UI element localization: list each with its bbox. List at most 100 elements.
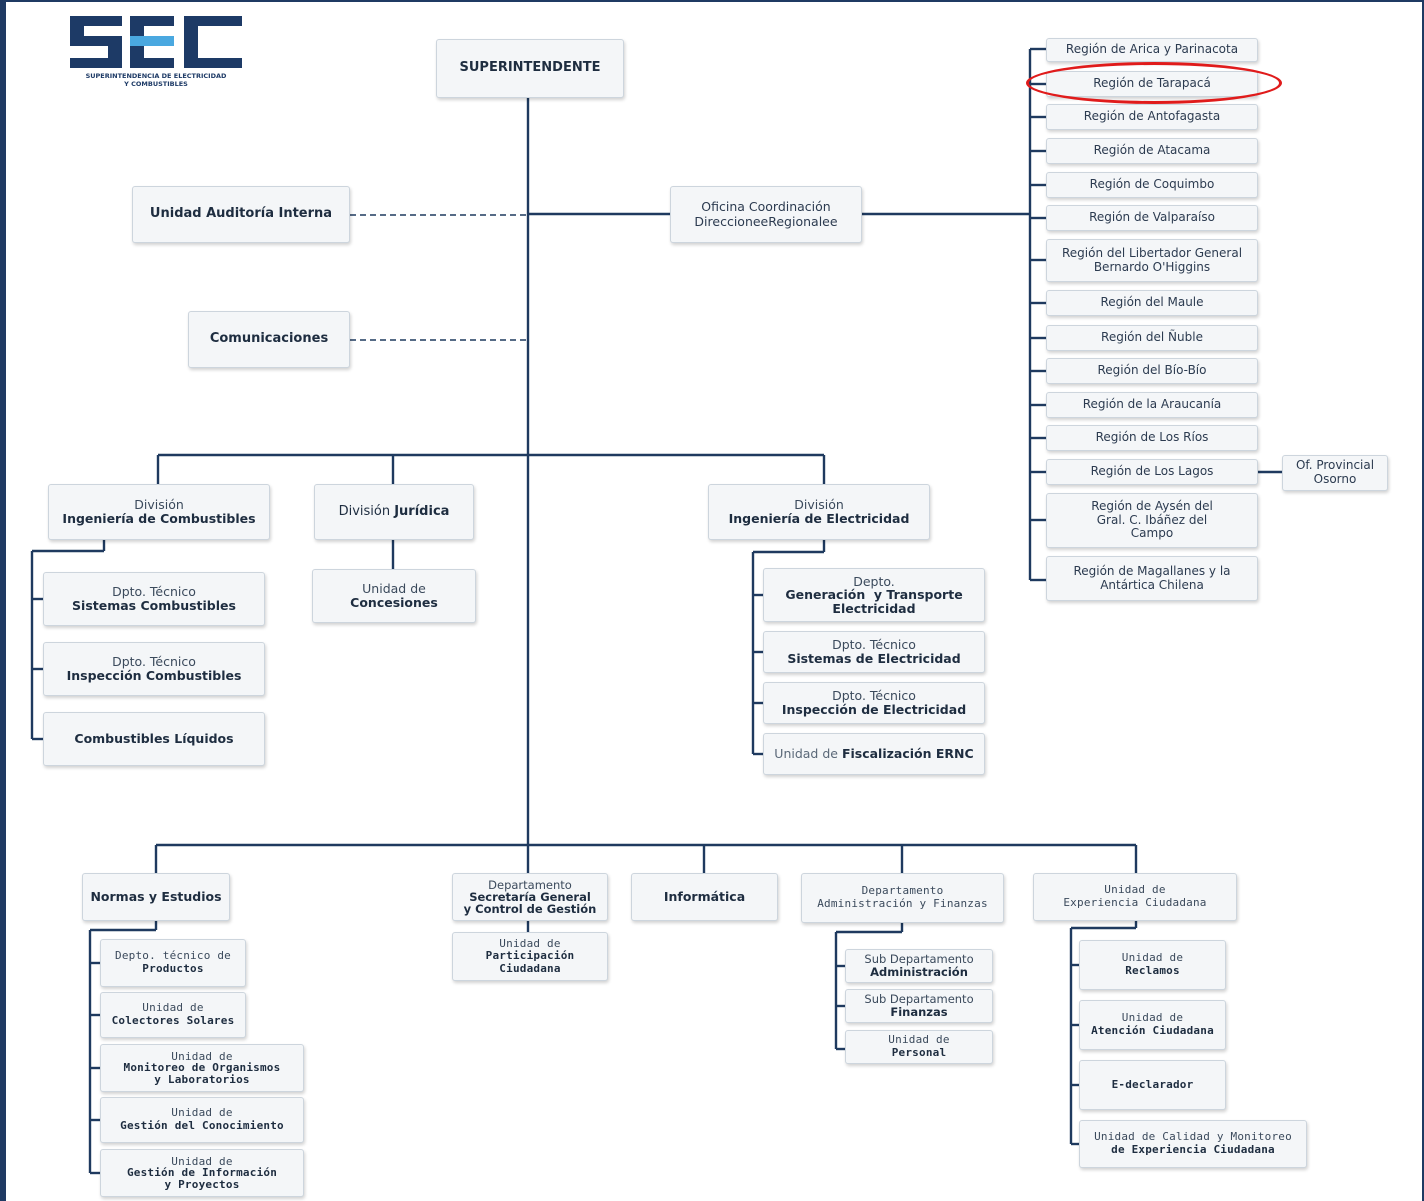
node-label-2: Generación y Transporte <box>785 587 963 603</box>
region-los-lagos[interactable]: Región de Los Lagos <box>1046 459 1258 485</box>
node-combustibles-liquidos[interactable]: Combustibles Líquidos <box>43 712 265 766</box>
region-maule[interactable]: Región del Maule <box>1046 290 1258 316</box>
region-label: Región del Maule <box>1100 295 1204 310</box>
node-dpto-sistemas-electricidad[interactable]: Dpto. Técnico Sistemas de Electricidad <box>763 631 985 673</box>
node-depto-generacion-transporte[interactable]: Depto. Generación y Transporte Electrici… <box>763 568 985 622</box>
node-label-3: Electricidad <box>832 600 916 616</box>
region-los-rios[interactable]: Región de Los Ríos <box>1046 425 1258 451</box>
node-label-2: Administración <box>870 965 968 979</box>
node-div-juridica[interactable]: División Jurídica <box>314 484 474 540</box>
region-nuble[interactable]: Región del Ñuble <box>1046 325 1258 351</box>
node-label-1: Depto. técnico de <box>115 949 231 963</box>
node-depto-productos[interactable]: Depto. técnico de Productos <box>100 939 246 987</box>
node-label-2: Personal <box>891 1046 947 1059</box>
node-dpto-inspeccion-electricidad[interactable]: Dpto. Técnico Inspección de Electricidad <box>763 682 985 724</box>
region-valparaiso[interactable]: Región de Valparaíso <box>1046 205 1258 231</box>
node-e-declarador[interactable]: E-declarador <box>1079 1060 1226 1110</box>
node-atencion-ciudadana[interactable]: Unidad de Atención Ciudadana <box>1079 1000 1226 1050</box>
region-label: Región de Antofagasta <box>1083 109 1221 124</box>
node-label-2: Productos <box>142 962 204 975</box>
node-label: Normas y Estudios <box>90 888 222 904</box>
node-label-2: de Experiencia Ciudadana <box>1111 1143 1275 1156</box>
node-label-2: Gestión de Información <box>126 1166 278 1180</box>
node-label-1: Departamento <box>861 884 944 898</box>
node-label-2: Monitoreo de Organismos <box>123 1061 281 1075</box>
node-label-3: y Control de Gestión <box>463 902 597 917</box>
node-gestion-conocimiento[interactable]: Unidad de Gestión del Conocimiento <box>100 1097 304 1143</box>
node-secretaria-general[interactable]: Departamento Secretaría General y Contro… <box>452 873 608 921</box>
node-label-1: Unidad de <box>499 937 561 951</box>
node-monitoreo-organismos[interactable]: Unidad de Monitoreo de Organismos y Labo… <box>100 1044 304 1092</box>
node-label-2: Concesiones <box>350 595 438 610</box>
node-div-electricidad[interactable]: División Ingeniería de Electricidad <box>708 484 930 540</box>
node-label: Unidad Auditoría Interna <box>149 206 333 222</box>
node-informatica[interactable]: Informática <box>631 873 778 921</box>
node-dpto-sistemas-combustibles[interactable]: Dpto. Técnico Sistemas Combustibles <box>43 572 265 626</box>
node-comunicaciones[interactable]: Comunicaciones <box>188 311 350 368</box>
node-sub-finanzas[interactable]: Sub Departamento Finanzas <box>845 989 993 1023</box>
node-label-1: División <box>134 496 184 512</box>
region-atacama[interactable]: Región de Atacama <box>1046 138 1258 164</box>
node-label-1: Of. Provincial <box>1295 458 1375 473</box>
node-sub-administracion[interactable]: Sub Departamento Administración <box>845 949 993 983</box>
connector-lines <box>30 47 1282 1175</box>
region-coquimbo[interactable]: Región de Coquimbo <box>1046 172 1258 198</box>
node-label-3: Ciudadana <box>499 961 561 975</box>
node-label: Informática <box>663 888 746 904</box>
region-label-3: Campo <box>1130 526 1174 541</box>
region-label: Región de Los Ríos <box>1095 430 1209 445</box>
node-superintendente[interactable]: SUPERINTENDENTE <box>436 39 624 98</box>
node-label-1: Unidad de <box>362 580 426 596</box>
region-label-2: Antártica Chilena <box>1100 577 1204 592</box>
node-label-1: Dpto. Técnico <box>112 583 196 599</box>
node-participacion-ciudadana[interactable]: Unidad de Participación Ciudadana <box>452 932 608 981</box>
node-div-combustibles[interactable]: División Ingeniería de Combustibles <box>48 484 270 540</box>
region-label: Región del Bío-Bío <box>1097 363 1207 378</box>
region-label: Región de Arica y Parinacota <box>1065 42 1239 57</box>
node-label-2: DireccioneeRegionalee <box>694 213 838 229</box>
node-label-1: Sub Departamento <box>864 951 974 966</box>
node-unidad-concesiones[interactable]: Unidad de Concesiones <box>312 569 476 623</box>
node-label-3: y Laboratorios <box>154 1072 250 1086</box>
node-label-1: Sub Departamento <box>864 991 974 1006</box>
node-label-1: Dpto. Técnico <box>832 636 916 652</box>
region-araucania[interactable]: Región de la Araucanía <box>1046 392 1258 418</box>
node-label-2: Sistemas Combustibles <box>72 598 236 613</box>
node-normas-estudios[interactable]: Normas y Estudios <box>82 873 230 921</box>
node-label-2: Gestión del Conocimiento <box>120 1119 284 1132</box>
node-colectores-solares[interactable]: Unidad de Colectores Solares <box>100 992 246 1038</box>
node-label-2: Atención Ciudadana <box>1091 1024 1214 1037</box>
node-administracion-finanzas[interactable]: Departamento Administración y Finanzas <box>801 873 1004 923</box>
node-experiencia-ciudadana[interactable]: Unidad de Experiencia Ciudadana <box>1033 873 1237 921</box>
node-oficina-coordinacion[interactable]: Oficina Coordinación DireccioneeRegional… <box>670 186 862 243</box>
node-label-1: Depto. <box>853 573 895 589</box>
region-label-1: Región del Libertador General <box>1061 245 1243 260</box>
node-label-2: Ingeniería de Combustibles <box>62 511 256 526</box>
region-label: Región de Valparaíso <box>1089 210 1215 225</box>
region-arica[interactable]: Región de Arica y Parinacota <box>1046 38 1258 62</box>
region-label: Región de Atacama <box>1093 143 1211 158</box>
node-gestion-informacion[interactable]: Unidad de Gestión de Información y Proye… <box>100 1149 304 1197</box>
node-label-2: Administración y Finanzas <box>817 897 988 910</box>
logo-subtitle-2: Y COMBUSTIBLES <box>124 80 188 88</box>
node-label-2: Ingeniería de Electricidad <box>728 511 910 526</box>
node-label-1: Unidad de <box>171 1049 233 1063</box>
region-label-2: Bernardo O'Higgins <box>1093 259 1211 274</box>
node-auditoria[interactable]: Unidad Auditoría Interna <box>132 186 350 243</box>
node-fiscalizacion-ernc[interactable]: Unidad de Fiscalización ERNC <box>763 733 985 775</box>
highlight-ellipse <box>1026 62 1282 104</box>
node-unidad-personal[interactable]: Unidad de Personal <box>845 1030 993 1064</box>
region-biobio[interactable]: Región del Bío-Bío <box>1046 358 1258 384</box>
node-label: Unidad de Fiscalización ERNC <box>774 746 973 761</box>
node-label-3: y Proyectos <box>164 1177 240 1191</box>
node-unidad-reclamos[interactable]: Unidad de Reclamos <box>1079 940 1226 990</box>
node-of-provincial-osorno[interactable]: Of. Provincial Osorno <box>1282 455 1388 491</box>
region-label: Región de Coquimbo <box>1089 177 1215 192</box>
node-dpto-inspeccion-combustibles[interactable]: Dpto. Técnico Inspección Combustibles <box>43 642 265 696</box>
node-calidad-monitoreo[interactable]: Unidad de Calidad y Monitoreo de Experie… <box>1079 1120 1307 1168</box>
region-antofagasta[interactable]: Región de Antofagasta <box>1046 104 1258 130</box>
